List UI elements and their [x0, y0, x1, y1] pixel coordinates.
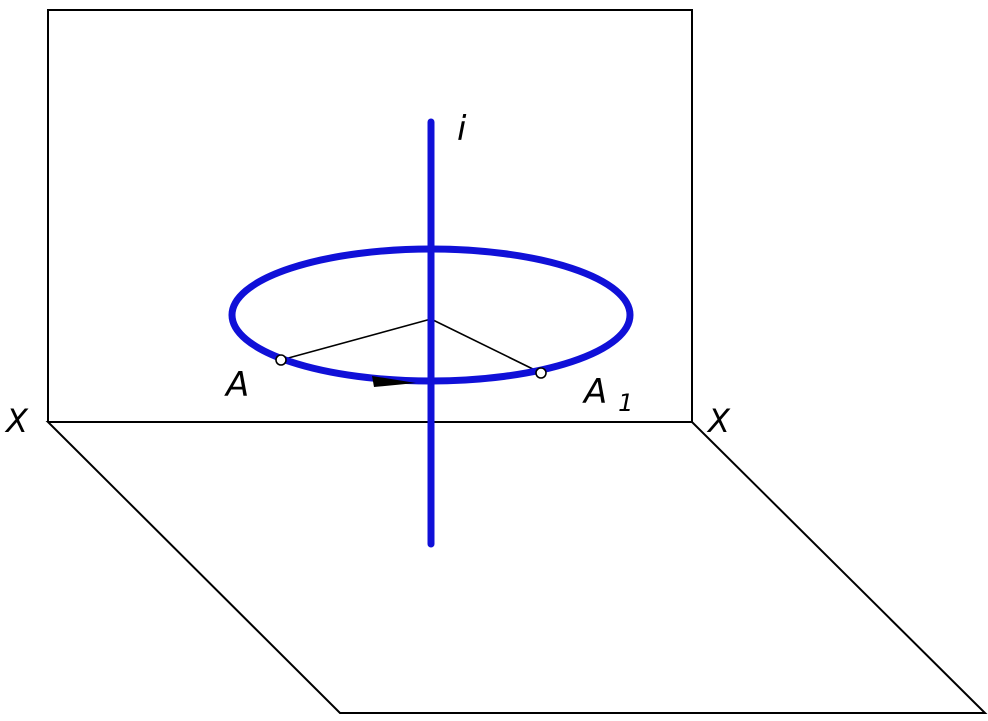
- axis-label: i: [457, 109, 467, 149]
- point-a1-label-main: A: [582, 372, 607, 412]
- x-axis-label-left: X: [4, 402, 29, 440]
- vertical-plane: [47, 9, 693, 422]
- horizontal-plane: [45, 421, 988, 714]
- point-a-label: A: [224, 365, 249, 405]
- x-axis-label-right: X: [706, 402, 731, 440]
- radius-line-a1: [430, 318, 542, 374]
- point-a1-marker: [535, 367, 547, 379]
- point-a1-label: A 1: [582, 372, 633, 417]
- point-a-marker: [275, 354, 287, 366]
- radius-line-a: [280, 318, 432, 361]
- direction-arrow-icon: [372, 376, 416, 387]
- point-a1-label-subscript: 1: [618, 389, 633, 417]
